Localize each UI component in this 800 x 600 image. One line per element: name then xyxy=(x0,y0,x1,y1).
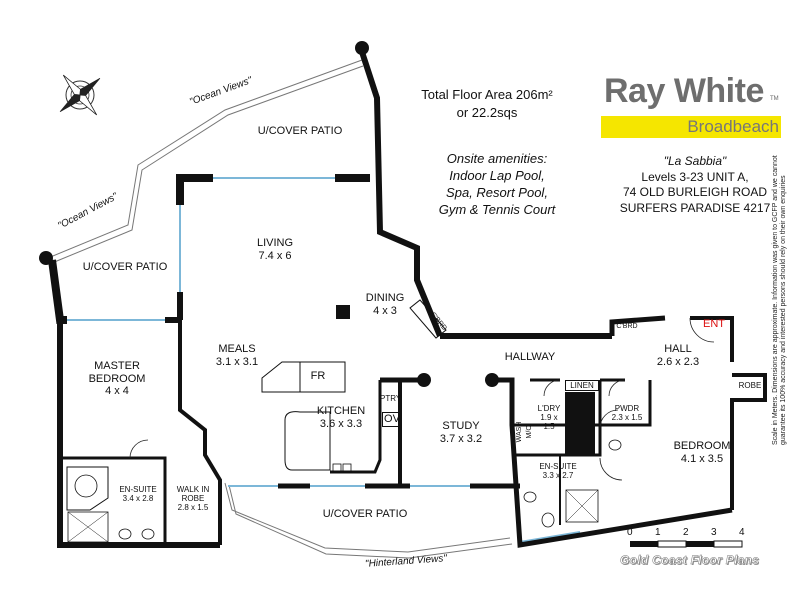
credit-text: Gold Coast Floor Plans xyxy=(620,553,760,568)
floor-area-line2: or 22.2sqs xyxy=(456,104,518,120)
room-dims: 3.7 x 3.2 xyxy=(439,432,483,445)
column xyxy=(336,305,350,319)
sink-icon xyxy=(332,463,352,473)
room-name: BEDROOM xyxy=(88,372,146,385)
room-dims: 3.6 x 3.3 xyxy=(319,417,363,430)
scale-bar xyxy=(630,540,743,548)
door-swings xyxy=(129,317,715,481)
room-name: DINING xyxy=(365,292,405,304)
address-street: 74 OLD BURLEIGH ROAD xyxy=(622,185,768,200)
patio-label: U/COVER PATIO xyxy=(322,508,408,520)
fridge-label: FR xyxy=(310,370,326,382)
amenity-line: Spa, Resort Pool, xyxy=(446,185,548,201)
room-ensuite-master: EN-SUITE 3.4 x 2.8 xyxy=(108,485,168,503)
room-master: MASTER BEDROOM 4 x 4 xyxy=(82,360,152,398)
building-name: "La Sabbia" xyxy=(663,154,727,168)
scale-tick: 3 xyxy=(711,527,717,538)
address-suburb: SURFERS PARADISE 4217 xyxy=(619,200,771,215)
brand-bar xyxy=(601,116,781,138)
room-name: KITCHEN xyxy=(316,405,366,417)
wash-label: WASH xyxy=(515,421,523,443)
trademark-mark: TM xyxy=(770,96,779,102)
mc-label: M/C xyxy=(525,425,533,439)
room-dims: 4 x 4 xyxy=(105,385,129,398)
address-levels: Levels 3-23 UNIT A, xyxy=(641,169,749,184)
room-dining: DINING 4 x 3 xyxy=(355,292,415,317)
scale-tick: 2 xyxy=(683,527,689,538)
room-name: WALK IN xyxy=(176,485,210,494)
amenity-line: Indoor Lap Pool, xyxy=(449,168,545,184)
room-name: PWDR xyxy=(614,404,640,413)
room-laundry: L'DRY 1.9 x 1.5 xyxy=(533,404,565,432)
linen-block xyxy=(565,392,595,455)
room-dims: 1.5 xyxy=(543,422,555,432)
compass-icon xyxy=(59,74,101,116)
room-name: EN-SUITE xyxy=(119,485,157,494)
room-dims: 2.6 x 2.3 xyxy=(656,355,700,368)
robe-label: ROBE xyxy=(738,381,762,390)
room-name: ROBE xyxy=(181,494,205,504)
room-wir: WALK IN ROBE 2.8 x 1.5 xyxy=(168,485,218,513)
room-dims: 7.4 x 6 xyxy=(258,249,292,262)
patio-label: U/COVER PATIO xyxy=(82,261,168,273)
room-bedroom: BEDROOM 4.1 x 3.5 xyxy=(662,440,742,465)
floor-area: Total Floor Area 206m² or 22.2sqs xyxy=(402,86,572,121)
room-dims: 1.9 x xyxy=(540,413,558,423)
walls xyxy=(48,51,767,548)
amenity-line: Onsite amenities: xyxy=(446,151,548,166)
room-meals: MEALS 3.1 x 3.1 xyxy=(202,343,272,368)
windows xyxy=(67,177,581,543)
disclaimer-text: Scale in Meters. Dimensions are approxim… xyxy=(772,155,787,445)
kitchen-island xyxy=(284,411,331,471)
room-name: BEDROOM xyxy=(673,440,731,452)
room-name: LIVING xyxy=(256,237,294,249)
room-living: LIVING 7.4 x 6 xyxy=(240,237,310,262)
room-dims: 3.3 x 2.7 xyxy=(542,471,574,481)
room-name: HALL xyxy=(664,343,692,355)
pantry-label: PTRY xyxy=(380,394,402,403)
room-ensuite-2: EN-SUITE 3.3 x 2.7 xyxy=(528,462,588,480)
hallway-label: HALLWAY xyxy=(504,351,556,363)
cbrd-label: C'BRD xyxy=(616,323,638,330)
shower-icon-2 xyxy=(565,489,599,523)
floor-area-line1: Total Floor Area 206m² xyxy=(421,87,553,102)
spa-bath-icon xyxy=(66,466,109,511)
room-dims: 3.1 x 3.1 xyxy=(215,355,259,368)
room-kitchen: KITCHEN 3.6 x 3.3 xyxy=(310,405,372,430)
room-name: STUDY xyxy=(442,420,480,432)
oven-label: OV xyxy=(382,412,402,427)
room-dims: 2.3 x 1.5 xyxy=(611,413,643,423)
patio-label: U/COVER PATIO xyxy=(257,125,343,137)
balustrade-lines xyxy=(47,59,513,559)
linen-label: LINEN xyxy=(565,380,599,392)
shower-icon xyxy=(67,511,109,543)
room-name: MASTER xyxy=(94,360,140,372)
brand-logo: Ray White xyxy=(604,72,764,110)
room-name: EN-SUITE xyxy=(539,462,577,471)
room-dims: 3.4 x 2.8 xyxy=(122,494,154,504)
basin-icons xyxy=(118,439,622,540)
amenity-line: Gym & Tennis Court xyxy=(438,202,556,218)
wall-caps xyxy=(39,41,499,387)
amenities: Onsite amenities: Indoor Lap Pool, Spa, … xyxy=(412,150,582,219)
room-dims: 4 x 3 xyxy=(373,304,397,317)
brand-office: Broadbeach xyxy=(687,117,779,136)
cupboard-diagonal xyxy=(409,299,447,339)
room-hall: HALL 2.6 x 2.3 xyxy=(648,343,708,368)
scale-tick: 4 xyxy=(739,527,745,538)
room-dims: 4.1 x 3.5 xyxy=(680,452,724,465)
room-name: L'DRY xyxy=(537,404,561,413)
scale-tick: 1 xyxy=(655,527,661,538)
entry-label: ENT xyxy=(703,318,725,330)
room-dims: 2.8 x 1.5 xyxy=(177,503,209,513)
scale-tick: 0 xyxy=(627,527,633,538)
address-block: "La Sabbia" Levels 3-23 UNIT A, 74 OLD B… xyxy=(600,154,790,216)
room-powder: PWDR 2.3 x 1.5 xyxy=(604,404,650,422)
room-name: MEALS xyxy=(218,343,256,355)
room-study: STUDY 3.7 x 3.2 xyxy=(430,420,492,445)
fridge-bench xyxy=(261,361,346,393)
